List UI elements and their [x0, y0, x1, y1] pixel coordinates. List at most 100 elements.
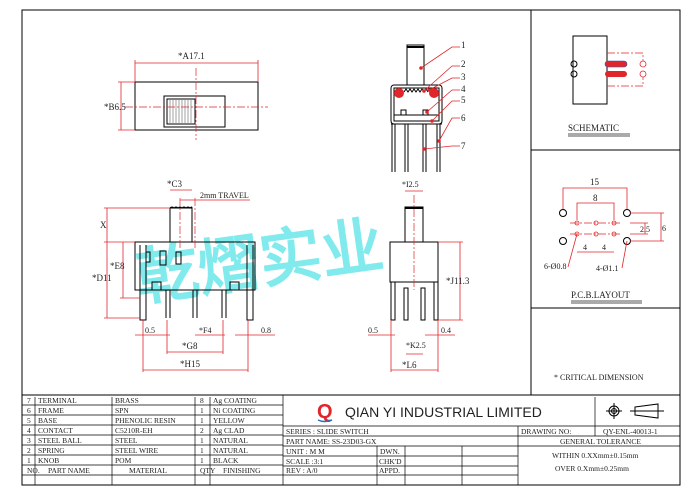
- bom-qty: QTY: [200, 466, 216, 475]
- bom-part-name: BASE: [38, 416, 58, 425]
- bom-material: MATERIAL: [129, 466, 167, 475]
- schematic: SCHEMATIC: [568, 35, 647, 137]
- dim-e: *E8: [110, 261, 125, 271]
- bom-finishing: Ni COATING: [213, 406, 256, 415]
- bom-no: 5: [27, 416, 31, 425]
- bom-header: NO. PART NAME MATERIAL QTY FINISHING: [27, 466, 261, 475]
- bom-part-name: CONTACT: [38, 426, 73, 435]
- bom-no: 2: [27, 446, 31, 455]
- dim-0-8: 0.8: [261, 326, 271, 335]
- bom-no: 3: [27, 436, 31, 445]
- pcb-dim-2-5: 2.5: [640, 225, 650, 234]
- critical-dimension-note: * CRITICAL DIMENSION: [554, 373, 644, 382]
- pcb-big-holes: 4-Ø1.1: [596, 264, 618, 273]
- chkd-label: CHK'D: [379, 457, 402, 466]
- pcb-dim-4a: 4: [583, 243, 587, 252]
- front-view: *C3 2mm TRAVEL X *D11 *E8 0.5 *F4 0.8 *G…: [92, 179, 275, 372]
- bom-part-name: TERMINAL: [38, 396, 77, 405]
- series: SERIES : SLIDE SWITCH: [286, 427, 369, 436]
- drawing-no: QY-ENL-40013-1: [603, 427, 658, 436]
- callout-5: 5: [461, 95, 466, 105]
- dim-0-5: 0.5: [145, 326, 155, 335]
- bom-qty: 1: [200, 456, 204, 465]
- bom-part-name: SPRING: [38, 446, 65, 455]
- bom-row: 2 SPRING STEEL WIRE 1 NATURAL: [27, 446, 248, 455]
- bom-row: 4 CONTACT C5210R-EH 2 Ag CLAD: [27, 426, 245, 435]
- drawing-frame: [21, 9, 681, 486]
- appd-label: APPD.: [379, 466, 400, 475]
- bom-finishing: NATURAL: [213, 446, 248, 455]
- bom-no: 1: [27, 456, 31, 465]
- tolerance-over: OVER 0.Xmm±0.25mm: [555, 464, 629, 473]
- section-view: 1 2 3 4 5 6 7: [390, 40, 466, 172]
- bom-no: 7: [27, 396, 31, 405]
- callout-2: 2: [461, 59, 466, 69]
- pcb-dim-4b: 4: [602, 243, 606, 252]
- bom-part-name: FRAME: [38, 406, 64, 415]
- dim-j: *J11.3: [446, 276, 470, 286]
- bom-qty: 1: [200, 416, 204, 425]
- bom-material: STEEL: [115, 436, 138, 445]
- bom-finishing: Ag CLAD: [213, 426, 245, 435]
- bom-material: BRASS: [115, 396, 139, 405]
- bom-no: NO.: [27, 466, 40, 475]
- bom-finishing: NATURAL: [213, 436, 248, 445]
- side-dim-0-5: 0.5: [368, 326, 378, 335]
- callout-1: 1: [461, 40, 466, 50]
- tolerance-within: WITHIN 0.XXmm±0.15mm: [552, 451, 639, 460]
- pcb-small-holes: 6-Ø0.8: [544, 262, 566, 271]
- pcb-title: P.C.B.LAYOUT: [571, 290, 630, 300]
- bom-no: 4: [27, 426, 31, 435]
- bom-qty: 1: [200, 446, 204, 455]
- dim-f: *F4: [199, 326, 211, 335]
- dim-g: *G8: [182, 341, 198, 351]
- part-name: PART NAME: SS-23D03-GX: [286, 437, 377, 446]
- general-tolerance: GENERAL TOLERANCE: [560, 437, 641, 446]
- dim-h: *H15: [180, 359, 200, 369]
- callout-3: 3: [461, 72, 466, 82]
- bom-qty: 8: [200, 396, 204, 405]
- bom-material: PHENOLIC RESIN: [115, 416, 176, 425]
- pcb-layout: 15 8 2.5 6 4 4 6-Ø0.8 4-Ø1.1 P.C.B.LAYOU…: [544, 177, 666, 304]
- bom-row: 5 BASE PHENOLIC RESIN 1 YELLOW: [27, 416, 246, 425]
- bom-material: SPN: [115, 406, 129, 415]
- bom-material: POM: [115, 456, 132, 465]
- rev: REV : A/0: [286, 466, 318, 475]
- bom-qty: 2: [200, 426, 204, 435]
- projection-symbol: [606, 403, 664, 419]
- side-dim-0-4: 0.4: [441, 326, 451, 335]
- callout-4: 4: [461, 84, 466, 94]
- dim-c: *C3: [167, 179, 183, 189]
- dim-x: X: [100, 220, 107, 230]
- pcb-dim-8: 8: [593, 193, 598, 203]
- company-name: QIAN YI INDUSTRIAL LIMITED: [345, 404, 542, 420]
- bom-material: C5210R-EH: [115, 426, 153, 435]
- bom-qty: 1: [200, 436, 204, 445]
- bom-finishing: YELLOW: [213, 416, 246, 425]
- dim-i: *I2.5: [402, 180, 419, 189]
- top-view: *A17.1 *B6.5: [104, 51, 268, 140]
- dim-b: *B6.5: [104, 102, 126, 112]
- dwn-label: DWN.: [380, 447, 400, 456]
- title-block: Q QIAN YI INDUSTRIAL LIMITED SERIES : SL…: [283, 397, 680, 485]
- bom-part-name: KNOB: [38, 456, 59, 465]
- bom-material: STEEL WIRE: [115, 446, 159, 455]
- callout-6: 6: [461, 113, 466, 123]
- bom-part-name: PART NAME: [48, 466, 90, 475]
- drawing-no-label: DRAWING NO:: [521, 427, 571, 436]
- company-logo: Q: [317, 401, 333, 423]
- dim-l: *L6: [402, 360, 417, 370]
- pcb-dim-15: 15: [590, 177, 600, 187]
- bom-finishing: FINISHING: [223, 466, 261, 475]
- side-view: *I2.5 *J11.3 0.5 0.4 *K2.5 *L6: [368, 180, 470, 372]
- schematic-title: SCHEMATIC: [568, 123, 619, 133]
- callout-7: 7: [461, 141, 466, 151]
- travel-label: 2mm TRAVEL: [200, 191, 249, 200]
- dim-d: *D11: [92, 273, 112, 283]
- scale: SCALE :3:1: [286, 457, 324, 466]
